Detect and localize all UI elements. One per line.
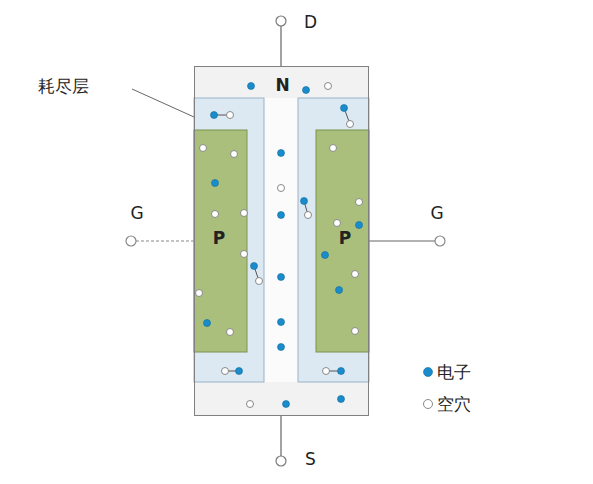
region-label: P xyxy=(213,229,225,248)
legend-text: 空穴 xyxy=(437,395,471,414)
electron-dot xyxy=(278,212,285,219)
hole-dot xyxy=(325,83,332,90)
terminal-name: D xyxy=(304,13,317,32)
electron-dot xyxy=(338,396,345,403)
hole-dot xyxy=(334,220,341,227)
electron-dot xyxy=(211,112,218,119)
hole-dot xyxy=(347,121,354,128)
electron-dot xyxy=(341,105,348,112)
hole-dot xyxy=(323,368,330,375)
region-label: P xyxy=(339,229,351,248)
hole-dot xyxy=(352,271,359,278)
hole-dot xyxy=(278,185,285,192)
hole-dot xyxy=(227,329,234,336)
legend-swatch xyxy=(422,366,434,378)
legend-text: 电子 xyxy=(437,363,471,382)
hole-dot xyxy=(356,199,363,206)
electron-dot xyxy=(251,263,258,270)
hole-dot xyxy=(212,211,219,218)
legend-dot xyxy=(424,400,433,409)
hole-dot xyxy=(256,278,263,285)
electron-dot xyxy=(336,287,343,294)
electron-dot xyxy=(301,198,308,205)
hole-dot xyxy=(231,151,238,158)
hole-dot xyxy=(222,368,229,375)
electron-dot xyxy=(248,83,255,90)
hole-dot xyxy=(352,328,359,335)
electron-dot xyxy=(236,368,243,375)
electron-dot xyxy=(204,320,211,327)
electron-dot xyxy=(356,222,363,229)
hole-dot xyxy=(330,145,337,152)
hole-dot xyxy=(305,212,312,219)
electron-dot xyxy=(283,401,290,408)
callout-label: 耗尽层 xyxy=(38,77,89,96)
terminal-name: G xyxy=(130,204,143,223)
electron-dot xyxy=(212,180,219,187)
electron-dot xyxy=(322,252,329,259)
electron-dot xyxy=(338,368,345,375)
hole-dot xyxy=(241,251,248,258)
hole-dot xyxy=(227,112,234,119)
terminal-name: G xyxy=(430,204,443,223)
legend-dot xyxy=(424,368,433,377)
electron-dot xyxy=(278,150,285,157)
hole-dot xyxy=(247,401,254,408)
electron-dot xyxy=(278,344,285,351)
hole-dot xyxy=(200,145,207,152)
electron-dot xyxy=(278,274,285,281)
p-region: P xyxy=(195,131,248,353)
electron-dot xyxy=(303,87,310,94)
terminal-name: S xyxy=(305,450,316,469)
n-region: N P P xyxy=(194,66,369,416)
legend-swatch xyxy=(422,398,434,410)
hole-dot xyxy=(241,210,248,217)
region-label: N xyxy=(275,76,289,95)
electron-dot xyxy=(278,319,285,326)
hole-dot xyxy=(196,290,203,297)
p-region: P xyxy=(317,131,370,353)
